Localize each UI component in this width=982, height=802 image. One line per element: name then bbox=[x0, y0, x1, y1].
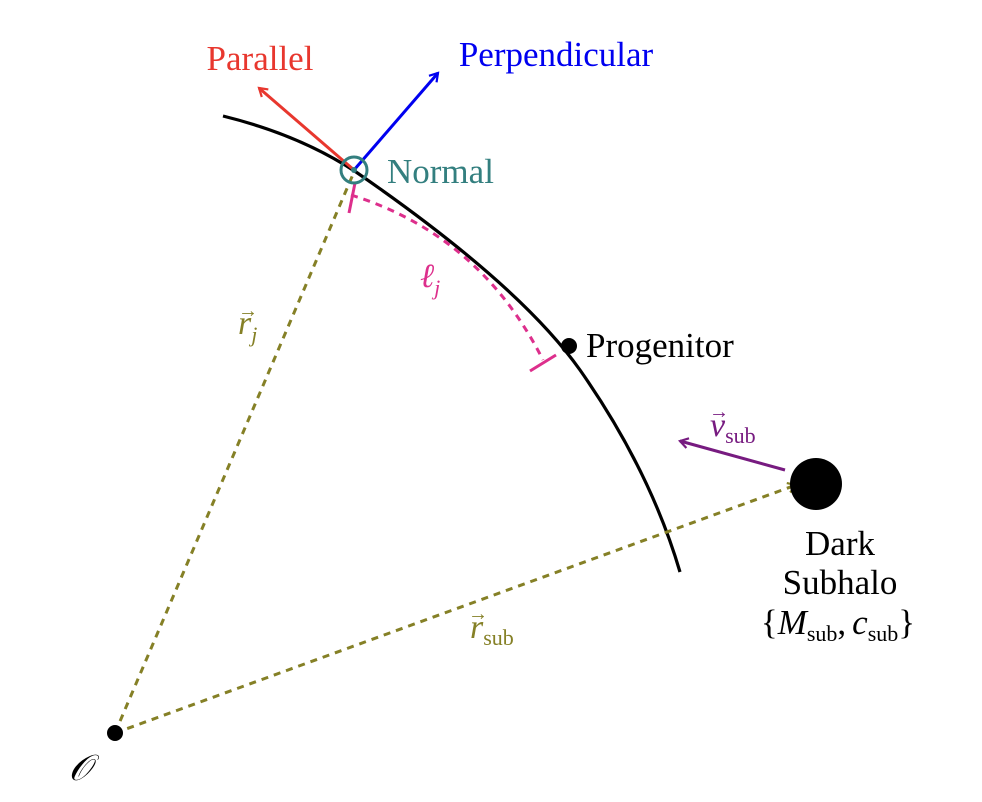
origin-point bbox=[107, 725, 123, 741]
parallel-arrow bbox=[259, 88, 355, 172]
normal-symbol-icon bbox=[339, 155, 369, 185]
normal-symbol-dot bbox=[351, 167, 357, 173]
arc-length-lj bbox=[350, 193, 545, 361]
label-perpendicular: Perpendicular bbox=[459, 35, 654, 74]
label-dark: Dark bbox=[805, 524, 875, 563]
perpendicular-arrow bbox=[352, 73, 438, 171]
svg-text:rsub: rsub bbox=[470, 609, 514, 650]
velocity-arrow bbox=[680, 441, 786, 472]
label-progenitor: Progenitor bbox=[586, 326, 734, 365]
dark-subhalo bbox=[790, 458, 842, 510]
arc-length-start-tick bbox=[347, 182, 357, 214]
label-origin-glyph: 𝒪 bbox=[69, 748, 100, 788]
label-parallel: Parallel bbox=[207, 39, 314, 78]
label-ell-j: ℓj bbox=[420, 258, 440, 300]
position-vector-rj bbox=[113, 171, 356, 734]
svg-text:→: → bbox=[238, 300, 258, 322]
label-v-sub: vsub → bbox=[709, 401, 756, 448]
stream-track bbox=[222, 114, 682, 573]
svg-text:vsub: vsub bbox=[710, 407, 756, 448]
progenitor-point bbox=[561, 338, 577, 354]
svg-text:rj: rj bbox=[238, 305, 257, 347]
label-r-j: rj → bbox=[238, 300, 258, 347]
svg-text:→: → bbox=[468, 603, 488, 625]
arc-length-end-tick bbox=[529, 353, 557, 373]
label-subhalo: Subhalo bbox=[783, 563, 898, 602]
label-r-sub: rsub → bbox=[468, 603, 514, 650]
label-subhalo-params: {Msub,csub} bbox=[761, 603, 915, 646]
label-normal: Normal bbox=[387, 152, 494, 191]
svg-text:→: → bbox=[709, 401, 729, 423]
position-vector-rsub bbox=[114, 485, 796, 735]
